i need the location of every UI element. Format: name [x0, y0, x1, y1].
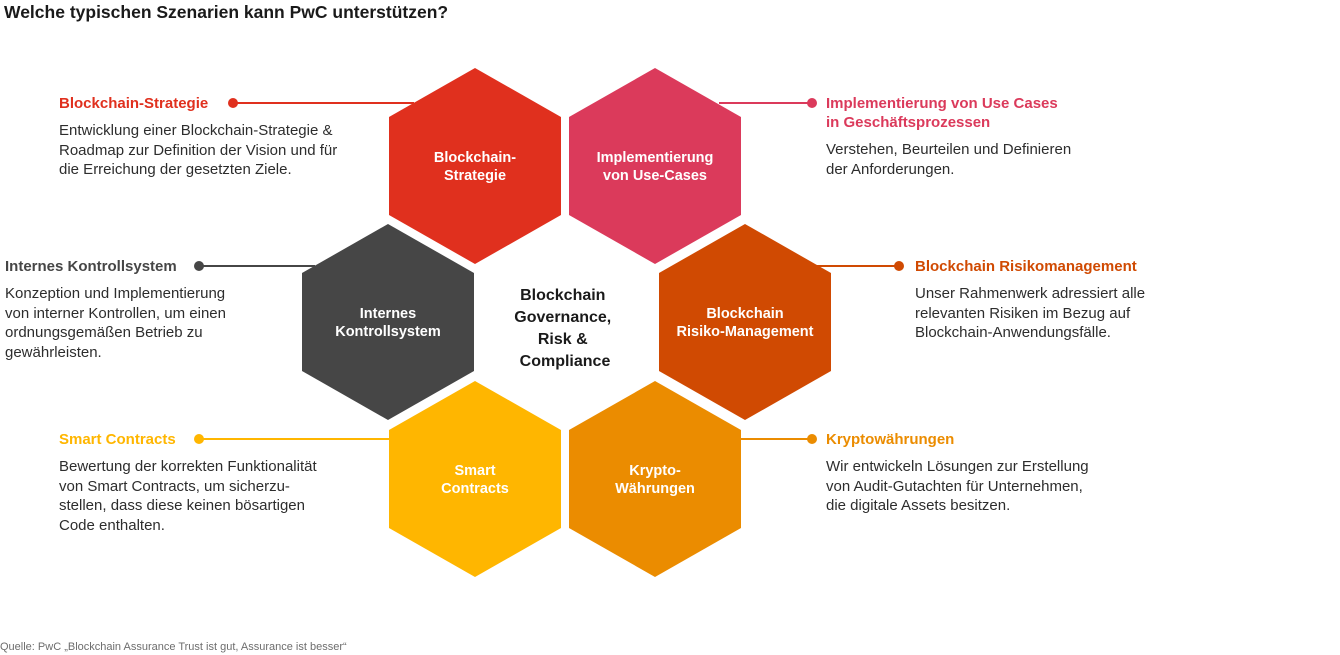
desc-line: Entwicklung einer Blockchain-Strategie & [59, 122, 333, 139]
desc-line: von interner Kontrollen, um einen [5, 304, 226, 322]
block-heading: Blockchain-Strategie [59, 95, 209, 112]
hexagon-label: Krypto- Währungen [615, 463, 695, 497]
hexagon-label-line: Krypto- [629, 463, 681, 479]
center-label-line: Governance, [514, 309, 611, 326]
hexagon-label-line: Blockchain- [434, 150, 516, 166]
desc-line: der Anforderungen. [826, 160, 955, 178]
hexagon-label-line: Contracts [441, 481, 509, 497]
desc-line: die Erreichung der gesetzten Ziele. [59, 161, 292, 178]
connector-dot-blockchain-strategie [228, 98, 238, 108]
desc-line: Roadmap zur Definition der Vision und fü… [59, 141, 338, 159]
desc-line: Verstehen, Beurteilen und Definieren [826, 141, 1072, 158]
hexagon-label-line: Kontrollsystem [335, 324, 441, 340]
connector-lines [194, 98, 904, 444]
block-description: Verstehen, Beurteilen und Definieren der… [826, 140, 1071, 179]
hexagon-label-line: Implementierung [597, 150, 714, 166]
desc-line: Unser Rahmenwerk adressiert alle [915, 285, 1146, 302]
connector-dot-kryptowaehrungen [807, 434, 817, 444]
block-description: Konzeption und Implementierung von inter… [5, 284, 226, 362]
block-blockchain-strategie: Blockchain-Strategie Entwicklung einer B… [59, 94, 337, 180]
connector-dot-use-cases [807, 98, 817, 108]
block-description: Unser Rahmenwerk adressiert alle relevan… [915, 284, 1145, 343]
hexagon-label: Blockchain- Strategie [434, 150, 516, 184]
center-label-line: Risk & [538, 331, 588, 348]
block-description: Entwicklung einer Blockchain-Strategie &… [59, 121, 337, 180]
hexagon-shape [389, 381, 561, 577]
block-heading: Implementierung von Use Cases in Geschäf… [826, 95, 1058, 131]
connector-dot-risikomanagement [894, 261, 904, 271]
hexagon-label-line: Smart [454, 463, 495, 479]
block-description: Bewertung der korrekten Funktionalität v… [59, 457, 317, 535]
block-description: Wir entwickeln Lösungen zur Erstellung v… [826, 457, 1089, 516]
hexagon-shape [569, 381, 741, 577]
block-heading: Kryptowährungen [826, 431, 955, 448]
block-kryptowaehrungen: Kryptowährungen Wir entwickeln Lösungen … [826, 430, 1089, 516]
desc-line: gewährleisten. [5, 343, 102, 361]
desc-line: relevanten Risiken im Bezug auf [915, 304, 1131, 322]
hexagon-label-line: von Use-Cases [603, 168, 707, 184]
block-heading: Smart Contracts [59, 431, 176, 448]
block-heading: Blockchain Risikomanagement [915, 258, 1137, 275]
block-smart-contracts: Smart Contracts Bewertung der korrekten … [59, 430, 317, 535]
desc-line: von Audit-Gutachten für Unternehmen, [826, 477, 1083, 495]
hexagon-label-line: Währungen [615, 481, 695, 497]
desc-line: Bewertung der korrekten Funktionalität [59, 458, 317, 475]
desc-line: Konzeption und Implementierung [5, 285, 226, 302]
block-heading: Internes Kontrollsystem [5, 258, 177, 275]
desc-line: Blockchain-Anwendungsfälle. [915, 324, 1111, 341]
block-risikomanagement: Blockchain Risikomanagement Unser Rahmen… [915, 257, 1145, 343]
hexagon-label: Implementierung von Use-Cases [597, 150, 714, 184]
block-use-cases: Implementierung von Use Cases in Geschäf… [826, 94, 1071, 179]
hexagon-shape [389, 68, 561, 264]
hexagon-shape [569, 68, 741, 264]
desc-line: die digitale Assets besitzen. [826, 497, 1011, 514]
hexagon-label-line: Blockchain [706, 306, 783, 322]
desc-line: stellen, dass diese keinen bösartigen [59, 497, 305, 514]
hexagon-shape [302, 224, 474, 420]
hexagon-label-line: Internes [360, 306, 416, 322]
connector-dot-smart-contracts [194, 434, 204, 444]
connector-dot-kontrollsystem [194, 261, 204, 271]
hexagon-group: Blockchain- Strategie Implementierung von U… [302, 68, 831, 577]
hex-krypto-waehrungen: Krypto- Währungen [569, 381, 741, 577]
hex-blockchain-strategie: Blockchain- Strategie [389, 68, 561, 264]
block-kontrollsystem: Internes Kontrollsystem Konzeption und I… [5, 257, 226, 362]
hexagon-label-line: Strategie [444, 168, 506, 184]
desc-line: Code enthalten. [59, 516, 165, 534]
diagram-title: Welche typischen Szenarien kann PwC unte… [4, 2, 449, 22]
desc-line: von Smart Contracts, um sicherzu- [59, 477, 290, 495]
center-label-line: Blockchain [520, 287, 605, 304]
hexagon-label-line: Risiko-Management [677, 324, 814, 340]
center-label: Blockchain Governance, Risk & Compliance [514, 287, 615, 370]
source-note: Quelle: PwC „Blockchain Assurance Trust … [0, 641, 347, 653]
hex-use-cases: Implementierung von Use-Cases [569, 68, 741, 264]
desc-line: Wir entwickeln Lösungen zur Erstellung [826, 458, 1089, 475]
hexagon-shape [659, 224, 831, 420]
center-label-line: Compliance [520, 353, 611, 370]
desc-line: ordnungsgemäßen Betrieb zu [5, 324, 203, 341]
